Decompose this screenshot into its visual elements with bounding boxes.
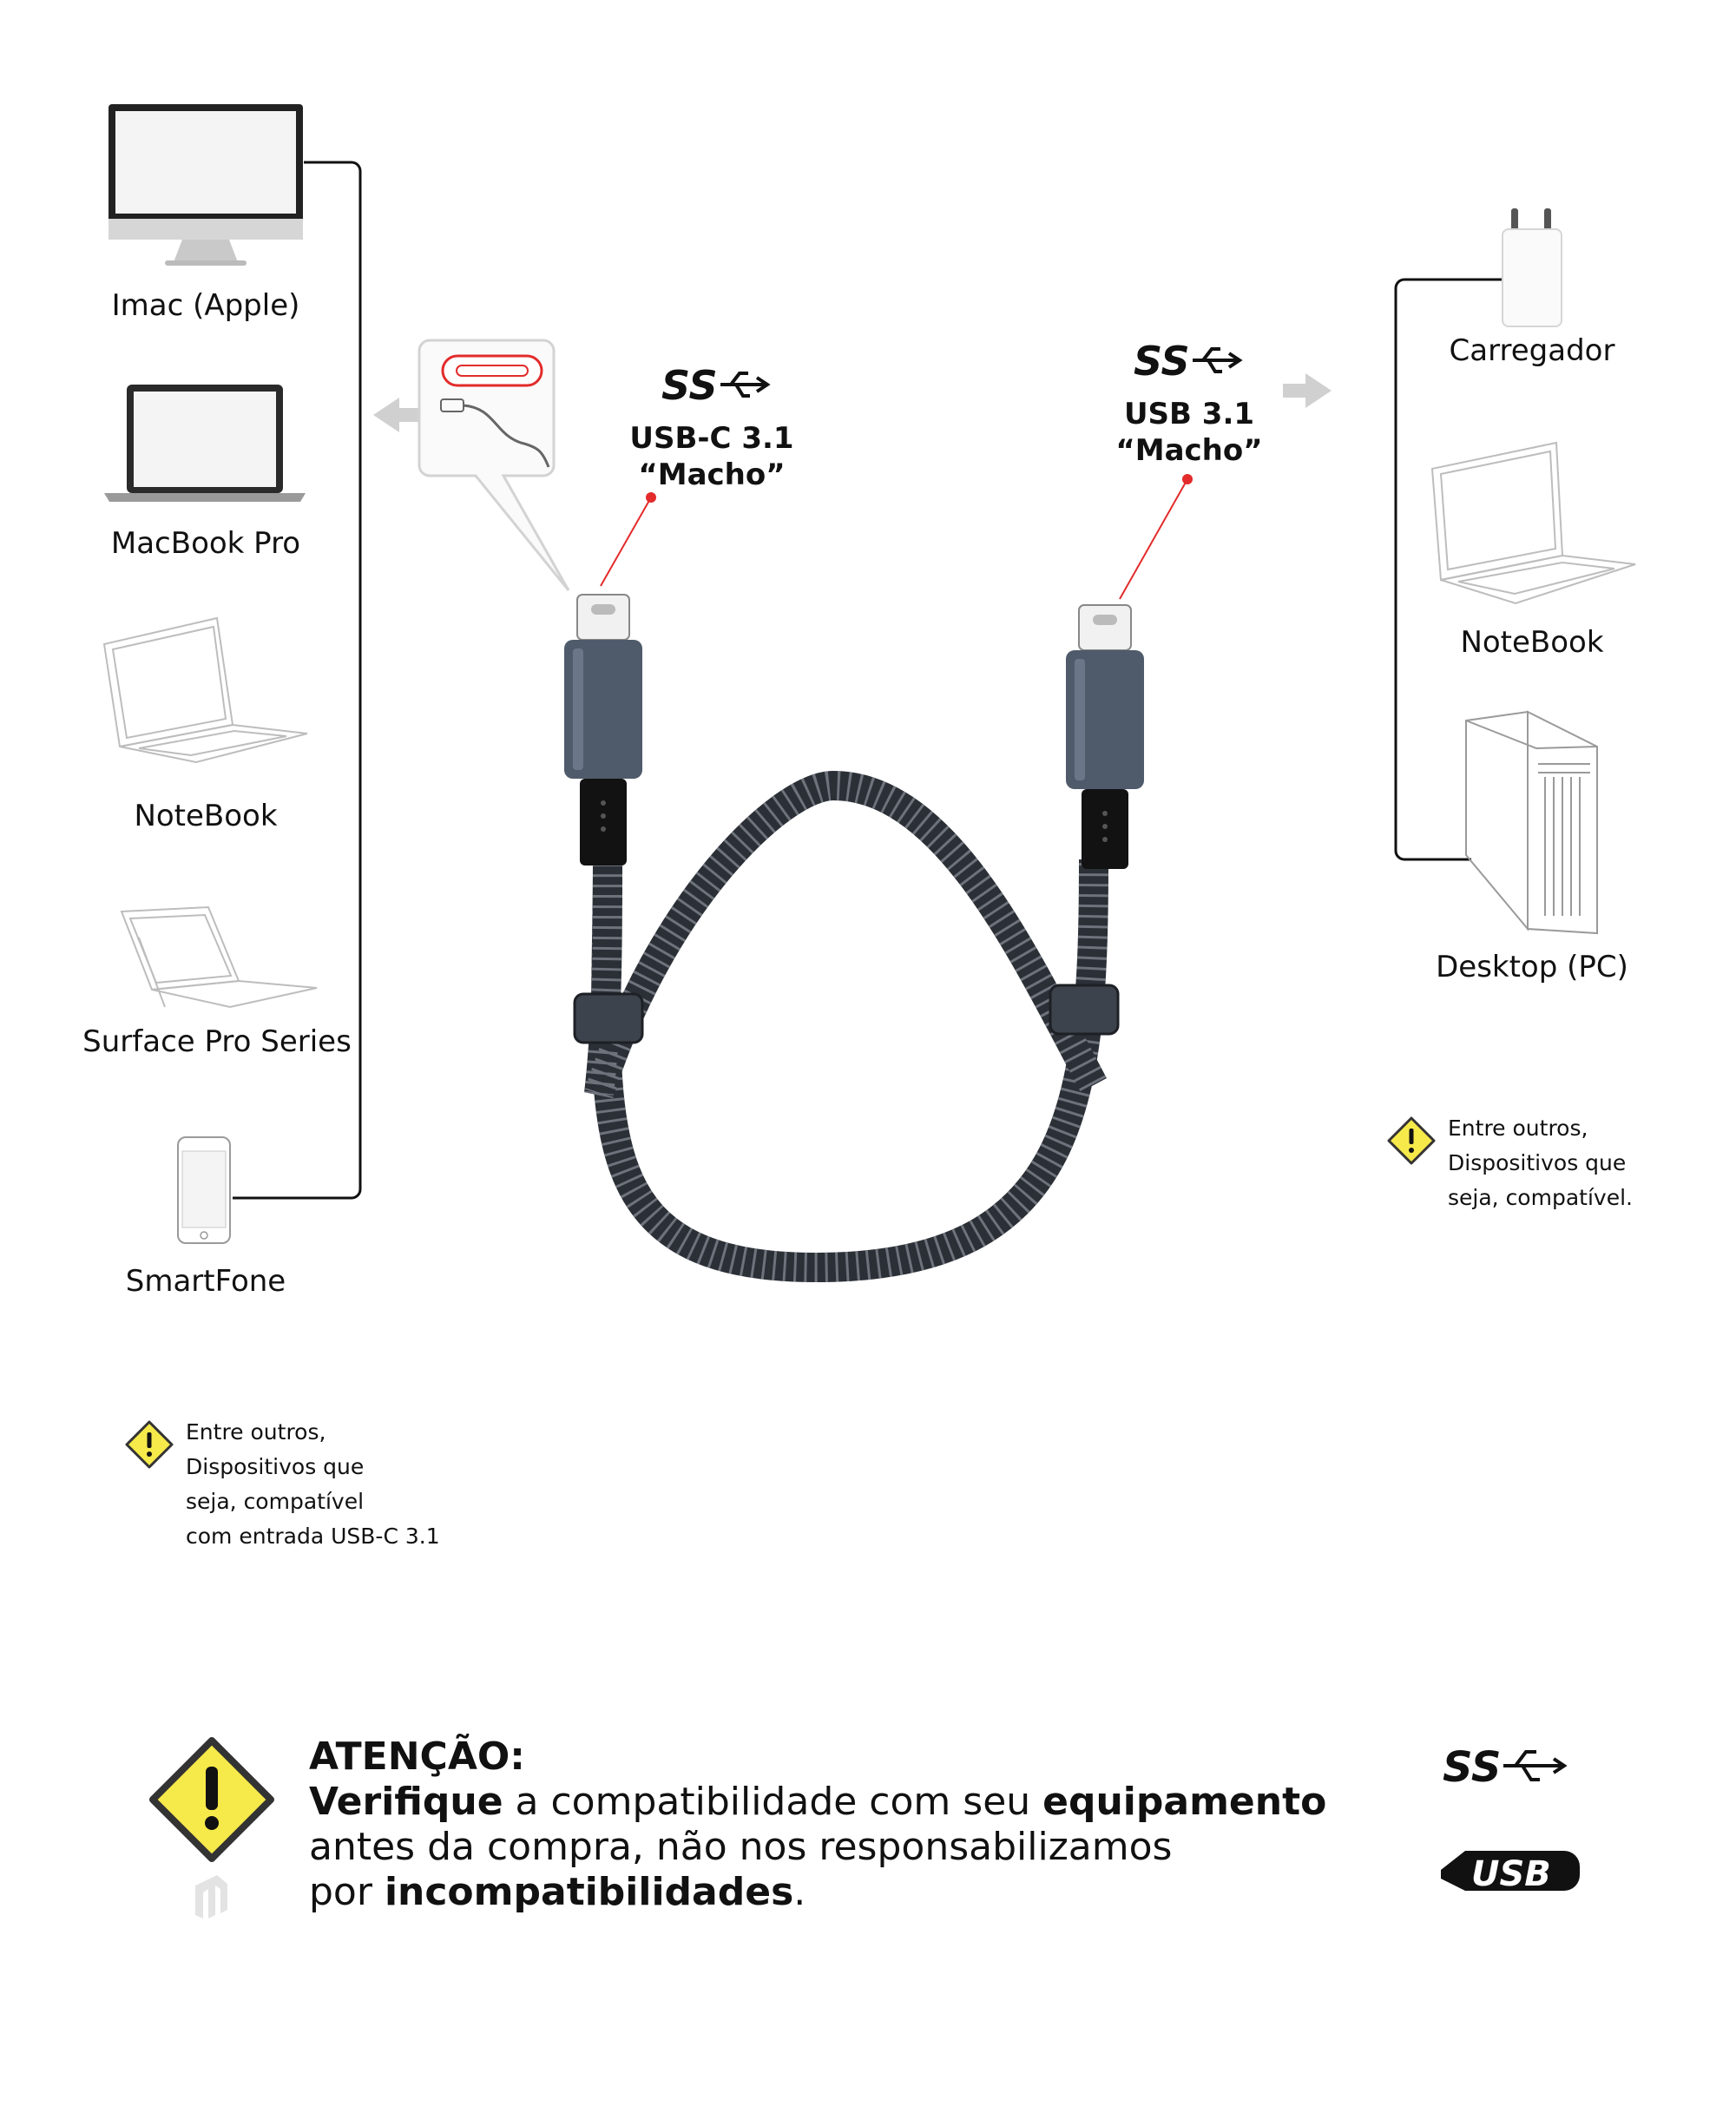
pointer-dot-left bbox=[646, 492, 656, 503]
attention-line-1: Verifique a compatibilidade com seu equi… bbox=[309, 1780, 1326, 1825]
connector-right-type: USB 3.1 bbox=[1123, 397, 1255, 431]
left-device-label-notebook: NoteBook bbox=[134, 799, 278, 833]
note-left: Entre outros, Dispositivos que seja, com… bbox=[186, 1415, 440, 1554]
desktop-pc-icon bbox=[1465, 710, 1598, 935]
right-bracket-line bbox=[1394, 278, 1506, 861]
note-left-line: com entrada USB-C 3.1 bbox=[186, 1524, 440, 1549]
left-bracket-line bbox=[233, 161, 362, 1200]
connector-right-gender: “Macho” bbox=[1115, 433, 1263, 468]
warning-icon-large bbox=[149, 1737, 274, 1862]
notebook-right-icon bbox=[1430, 441, 1636, 605]
attention-block: ATENÇÃO: Verifique a compatibilidade com… bbox=[309, 1734, 1326, 1915]
svg-text:SS: SS bbox=[1134, 338, 1190, 385]
ss-usb-logo-bottom: SS bbox=[1443, 1743, 1568, 1792]
svg-text:SS: SS bbox=[661, 362, 718, 409]
svg-text:SS: SS bbox=[1443, 1743, 1501, 1792]
pointer-line-right bbox=[1119, 478, 1188, 600]
surface-icon bbox=[120, 905, 318, 1009]
connector-label-left: USB-C 3.1 “Macho” bbox=[608, 420, 816, 493]
right-device-label-notebook: NoteBook bbox=[1460, 625, 1604, 660]
left-device-label-surface: Surface Pro Series bbox=[82, 1024, 352, 1059]
attention-title: ATENÇÃO: bbox=[309, 1734, 1326, 1780]
macbook-icon bbox=[104, 385, 306, 502]
left-device-label-macbook: MacBook Pro bbox=[110, 526, 301, 561]
cable bbox=[564, 594, 1144, 1283]
warning-icon-right-note bbox=[1387, 1116, 1436, 1165]
pointer-line-left bbox=[600, 497, 652, 587]
note-right-line: Entre outros, bbox=[1448, 1116, 1588, 1141]
left-device-label-smartphone: SmartFone bbox=[125, 1264, 286, 1299]
usb-badge-text: USB bbox=[1471, 1854, 1551, 1894]
warning-icon-left-note bbox=[125, 1420, 174, 1469]
note-left-line: seja, compatível bbox=[186, 1489, 365, 1514]
right-device-label-charger: Carregador bbox=[1449, 333, 1615, 368]
pointer-dot-right bbox=[1182, 474, 1193, 484]
smartphone-icon bbox=[177, 1136, 231, 1244]
arrow-right-icon bbox=[1283, 373, 1332, 408]
notebook-left-icon bbox=[102, 616, 308, 764]
connector-left-type: USB-C 3.1 bbox=[629, 421, 794, 456]
left-device-label-imac: Imac (Apple) bbox=[111, 288, 300, 323]
connector-left-gender: “Macho” bbox=[638, 457, 786, 492]
arrow-left-icon bbox=[373, 398, 418, 432]
note-left-line: Dispositivos que bbox=[186, 1454, 365, 1479]
attention-line-2: antes da compra, não nos responsabilizam… bbox=[309, 1825, 1173, 1869]
ss-usb-logo-right: SS bbox=[1134, 338, 1243, 385]
right-device-label-desktop: Desktop (PC) bbox=[1436, 950, 1628, 984]
note-right: Entre outros, Dispositivos que seja, com… bbox=[1448, 1111, 1633, 1215]
attention-line3-end: . bbox=[793, 1870, 806, 1914]
port-callout bbox=[418, 339, 570, 591]
connector-label-right: USB 3.1 “Macho” bbox=[1094, 396, 1285, 469]
attention-line1-text: a compatibilidade com seu bbox=[503, 1780, 1043, 1824]
charger-icon bbox=[1502, 208, 1562, 327]
attention-line-3: por incompatibilidades. bbox=[309, 1870, 1326, 1915]
attention-verify: Verifique bbox=[309, 1780, 503, 1824]
brand-watermark-icon bbox=[195, 1875, 227, 1919]
ss-usb-logo-left: SS bbox=[661, 362, 771, 409]
note-right-line: Dispositivos que bbox=[1448, 1150, 1627, 1175]
note-right-line: seja, compatível. bbox=[1448, 1185, 1633, 1210]
usb-badge-logo: USB bbox=[1441, 1851, 1580, 1894]
attention-title-text: ATENÇÃO: bbox=[309, 1734, 525, 1779]
attention-line3-text: por bbox=[309, 1870, 385, 1914]
imac-icon bbox=[108, 104, 303, 266]
note-left-line: Entre outros, bbox=[186, 1419, 326, 1445]
attention-incompat: incompatibilidades bbox=[384, 1870, 794, 1914]
attention-equipment: equipamento bbox=[1042, 1780, 1327, 1824]
